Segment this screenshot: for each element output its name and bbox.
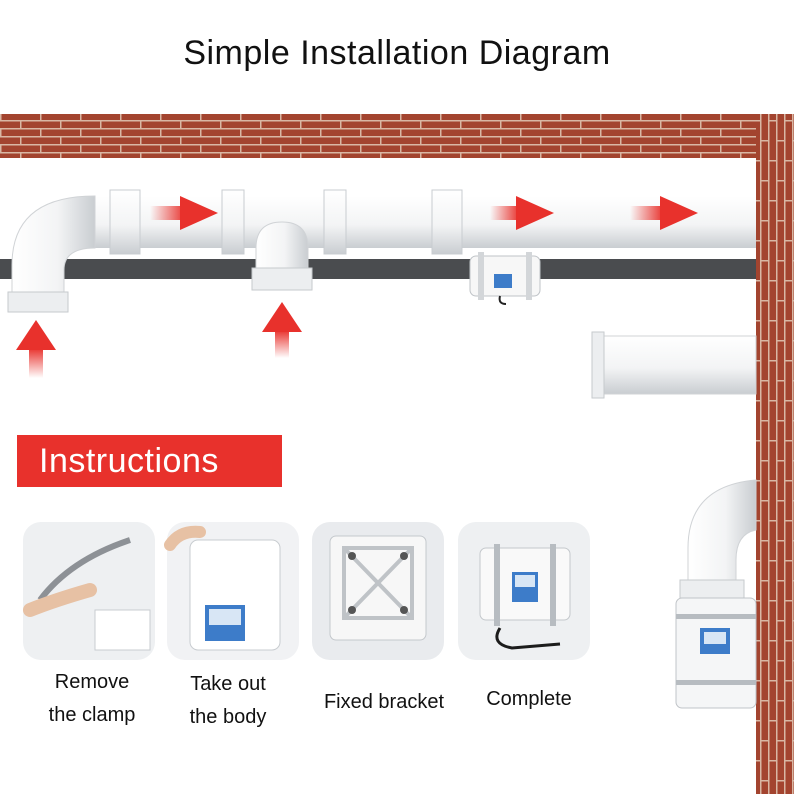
airflow-arrows-right [150, 196, 698, 230]
page-title: Simple Installation Diagram [183, 34, 611, 72]
main-duct [95, 189, 756, 255]
airflow-arrows-up [16, 302, 302, 378]
tee-branch [251, 221, 313, 291]
step-photos [23, 522, 590, 660]
step-label-line: Complete [486, 688, 572, 710]
left-elbow [7, 195, 96, 313]
wall-pipe [591, 331, 757, 399]
step-photo-fixed-bracket [312, 522, 444, 660]
power-cord-icon [495, 627, 561, 650]
mounting-rail [0, 259, 756, 279]
step-photo-remove-clamp [23, 522, 155, 660]
step-label-line: Remove [54, 671, 130, 693]
arrow-right-icon [630, 196, 698, 230]
arrow-up-icon [262, 302, 302, 358]
step-label-line: the body [189, 706, 267, 728]
step-label-fixed-bracket: Fixed bracket [306, 686, 462, 719]
brick-wall [0, 114, 794, 794]
instructions-banner: Instructions [17, 435, 282, 487]
clamp-icon [37, 537, 131, 602]
arrow-right-icon [490, 196, 554, 230]
inline-fan-icon [469, 252, 541, 305]
step-label-remove-clamp: Remove the clamp [22, 666, 162, 732]
arrow-right-icon [150, 196, 218, 230]
step-photo-complete [458, 522, 590, 660]
step-label-complete: Complete [464, 683, 594, 716]
step-photo-take-out-body [164, 522, 299, 660]
step-label-line: Take out [190, 673, 266, 695]
arrow-up-icon [16, 320, 56, 378]
step-label-take-out-body: Take out the body [158, 668, 298, 734]
elbow-with-fan [675, 479, 757, 709]
step-label-line: Fixed bracket [323, 691, 445, 713]
bracket-icon [342, 546, 414, 620]
step-label-line: the clamp [48, 704, 136, 726]
